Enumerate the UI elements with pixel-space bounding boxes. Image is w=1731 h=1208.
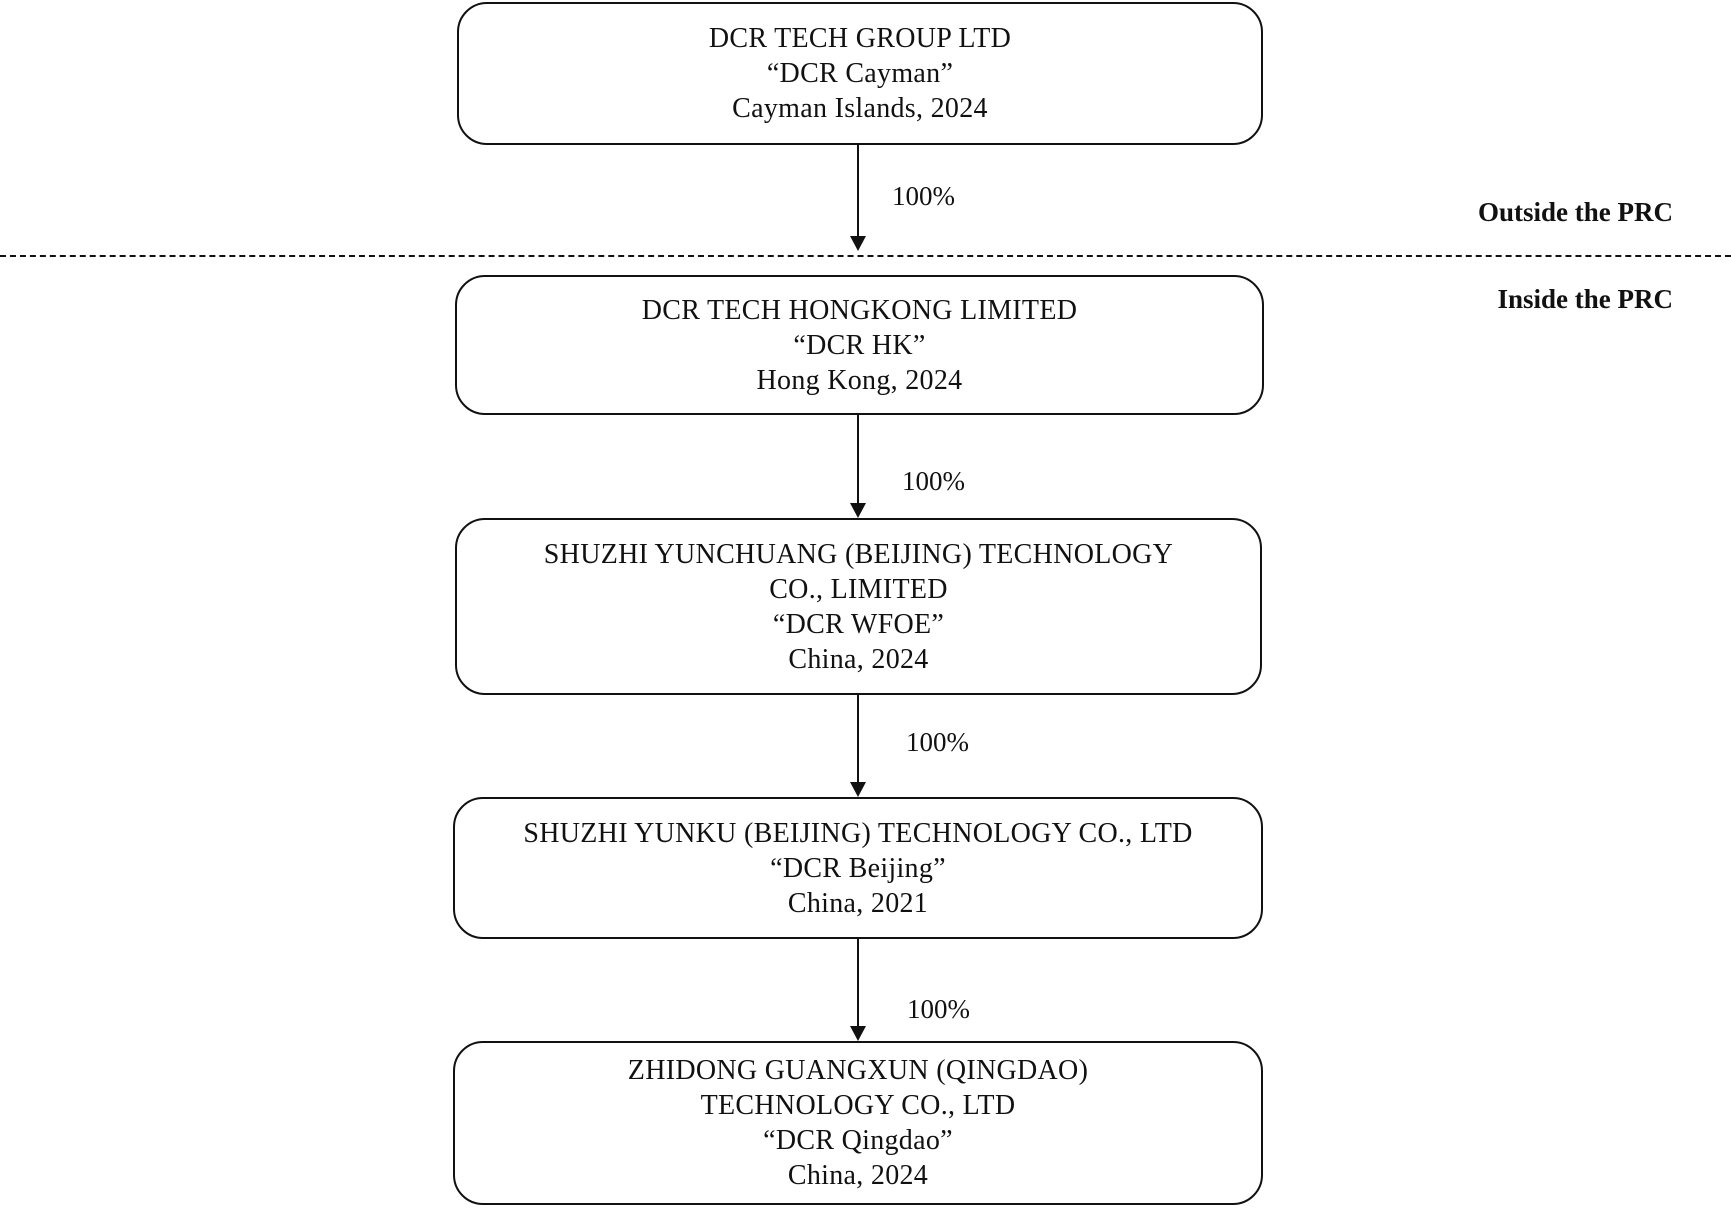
entity-jurisdiction: China, 2024 bbox=[787, 1160, 929, 1191]
entity-name: DCR TECH HONGKONG LIMITED bbox=[641, 294, 1078, 326]
entity-name-line-2: TECHNOLOGY CO., LTD bbox=[700, 1090, 1016, 1121]
arrow-head-icon bbox=[850, 236, 866, 251]
ownership-connector-cayman-hk bbox=[857, 145, 859, 245]
arrow-head-icon bbox=[850, 503, 866, 518]
entity-alias: “DCR Cayman” bbox=[766, 58, 954, 89]
entity-name-line-2: CO., LIMITED bbox=[769, 573, 948, 605]
arrow-head-icon bbox=[850, 782, 866, 797]
entity-box-dcr-qingdao: ZHIDONG GUANGXUN (QINGDAO) TECHNOLOGY CO… bbox=[453, 1041, 1263, 1205]
entity-alias: “DCR WFOE” bbox=[772, 608, 945, 640]
entity-box-dcr-beijing: SHUZHI YUNKU (BEIJING) TECHNOLOGY CO., L… bbox=[453, 797, 1263, 939]
ownership-percent-cayman-hk: 100% bbox=[892, 181, 955, 211]
entity-name: SHUZHI YUNKU (BEIJING) TECHNOLOGY CO., L… bbox=[523, 817, 1193, 849]
ownership-percent-beijing-qingdao: 100% bbox=[907, 994, 970, 1024]
entity-jurisdiction: Cayman Islands, 2024 bbox=[732, 93, 988, 124]
entity-name-line-1: SHUZHI YUNCHUANG (BEIJING) TECHNOLOGY bbox=[543, 538, 1174, 570]
entity-alias: “DCR Qingdao” bbox=[763, 1125, 953, 1156]
entity-alias: “DCR Beijing” bbox=[770, 852, 946, 884]
entity-jurisdiction: Hong Kong, 2024 bbox=[756, 364, 963, 396]
ownership-percent-wfoe-beijing: 100% bbox=[906, 727, 969, 757]
entity-box-dcr-wfoe: SHUZHI YUNCHUANG (BEIJING) TECHNOLOGY CO… bbox=[455, 518, 1262, 695]
ownership-connector-hk-wfoe bbox=[857, 415, 859, 510]
prc-boundary-divider bbox=[0, 255, 1731, 257]
region-label-outside-prc: Outside the PRC bbox=[1478, 197, 1673, 227]
entity-box-dcr-cayman: DCR TECH GROUP LTD “DCR Cayman” Cayman I… bbox=[457, 2, 1263, 145]
entity-name-line-1: ZHIDONG GUANGXUN (QINGDAO) bbox=[627, 1055, 1089, 1086]
ownership-connector-wfoe-beijing bbox=[857, 695, 859, 789]
entity-box-dcr-hk: DCR TECH HONGKONG LIMITED “DCR HK” Hong … bbox=[455, 275, 1264, 415]
ownership-connector-beijing-qingdao bbox=[857, 939, 859, 1033]
entity-name: DCR TECH GROUP LTD bbox=[708, 23, 1012, 54]
arrow-head-icon bbox=[850, 1026, 866, 1041]
entity-jurisdiction: China, 2021 bbox=[787, 887, 929, 919]
region-label-inside-prc: Inside the PRC bbox=[1497, 284, 1673, 314]
ownership-percent-hk-wfoe: 100% bbox=[902, 466, 965, 496]
entity-alias: “DCR HK” bbox=[793, 329, 926, 361]
entity-jurisdiction: China, 2024 bbox=[788, 643, 929, 675]
